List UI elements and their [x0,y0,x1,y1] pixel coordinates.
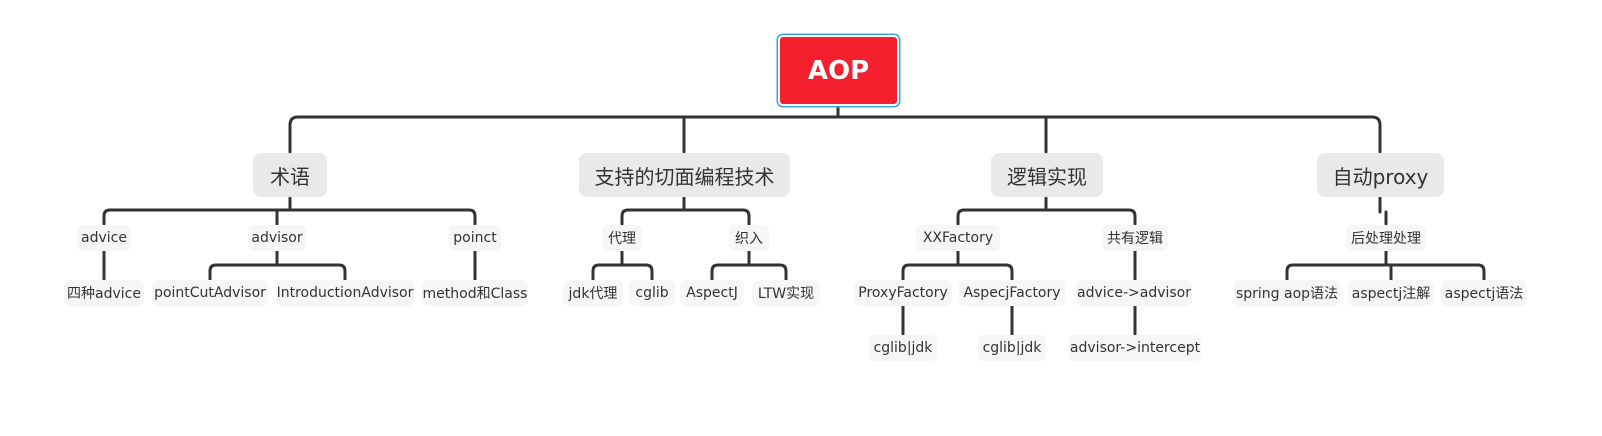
leaf-advice-to-advisor[interactable]: advice->advisor [1076,280,1192,306]
leaf-ltw-impl[interactable]: LTW实现 [752,280,820,306]
subtopic-proxy[interactable]: 代理 [602,225,642,251]
subtopic-poinct[interactable]: poinct [449,225,501,251]
leaf-pointcut-advisor[interactable]: pointCutAdvisor [152,280,268,306]
leaf-spring-aop-syntax[interactable]: spring aop语法 [1234,280,1340,306]
subtopic-advice[interactable]: advice [77,225,131,251]
leaf-proxyfactory[interactable]: ProxyFactory [854,280,952,306]
subtopic-post-processing[interactable]: 后处理处理 [1346,225,1426,251]
subtopic-weaving[interactable]: 织入 [729,225,769,251]
leaf-aspecjfactory[interactable]: AspecjFactory [959,280,1065,306]
subtopic-common-logic[interactable]: 共有逻辑 [1102,225,1168,251]
leaf-cglib-jdk-1[interactable]: cglib|jdk [869,335,937,361]
leaf-cglib[interactable]: cglib [629,280,675,306]
leaf-jdk-proxy[interactable]: jdk代理 [563,280,623,306]
leaf-aspectj-annotation[interactable]: aspectj注解 [1348,280,1434,306]
topic-aspect-techniques[interactable]: 支持的切面编程技术 [579,153,790,197]
leaf-advisor-to-intercept[interactable]: advisor->intercept [1069,335,1201,361]
leaf-four-advice[interactable]: 四种advice [64,280,144,306]
topic-logic-implementation[interactable]: 逻辑实现 [991,153,1103,197]
topic-terminology[interactable]: 术语 [253,153,327,197]
subtopic-xxfactory[interactable]: XXFactory [916,225,1000,251]
leaf-aspectj[interactable]: AspectJ [680,280,744,306]
leaf-method-and-class[interactable]: method和Class [422,280,528,306]
root-node-aop[interactable]: AOP [780,37,897,104]
subtopic-advisor[interactable]: advisor [248,225,306,251]
leaf-aspectj-syntax[interactable]: aspectj语法 [1441,280,1527,306]
leaf-introduction-advisor[interactable]: IntroductionAdvisor [276,280,414,306]
leaf-cglib-jdk-2[interactable]: cglib|jdk [978,335,1046,361]
topic-auto-proxy[interactable]: 自动proxy [1317,153,1444,197]
